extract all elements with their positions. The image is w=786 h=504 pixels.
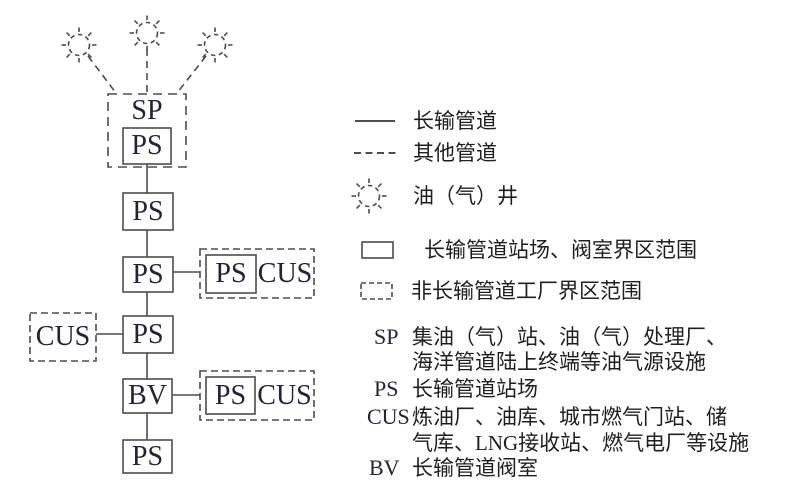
oil-gas-well-icon bbox=[60, 26, 98, 64]
ps-label: PS bbox=[214, 379, 247, 411]
ps-label: PS bbox=[131, 440, 164, 472]
abbr-cus-definition-line1: 炼油厂、油库、城市燃气门站、储 bbox=[412, 405, 727, 429]
abbr-sp-definition-line2: 海洋管道陆上终端等油气源设施 bbox=[412, 350, 706, 374]
abbr-ps: PS bbox=[374, 376, 399, 401]
abbr-cus-definition-line2: 气库、LNG接收站、燃气电厂等设施 bbox=[412, 431, 750, 455]
legend-solid-rect bbox=[361, 241, 394, 259]
abbr-ps-definition: 长输管道站场 bbox=[412, 377, 538, 401]
ps-station-box bbox=[122, 439, 173, 474]
abbr-sp: SP bbox=[374, 324, 399, 349]
oil-gas-well-icon bbox=[196, 26, 234, 64]
cus-boundary-box bbox=[199, 248, 315, 299]
legend-label-oil-gas-well: 油（气）井 bbox=[413, 184, 518, 208]
abbr-bv: BV bbox=[369, 455, 400, 480]
ps-label: PS bbox=[132, 195, 164, 227]
ps-station-box bbox=[122, 315, 174, 354]
ps-label: PS bbox=[132, 258, 164, 290]
cus-label: CUS bbox=[257, 379, 312, 411]
abbr-cus: CUS bbox=[367, 404, 410, 429]
well-connector-line bbox=[87, 55, 117, 94]
legend-label-trunk-pipeline: 长输管道 bbox=[413, 109, 497, 133]
ps-station-box bbox=[205, 254, 257, 294]
ps-station-box bbox=[122, 192, 174, 231]
cus-boundary-box bbox=[29, 312, 97, 362]
ps-label: PS bbox=[132, 318, 164, 350]
ps-station-box bbox=[205, 376, 256, 415]
cus-label: CUS bbox=[35, 321, 91, 352]
sp-boundary-box bbox=[107, 93, 187, 168]
bv-label: BV bbox=[128, 380, 167, 411]
ps-label: PS bbox=[215, 258, 247, 289]
legend-label-plant-boundary: 非长输管道工厂界区范围 bbox=[411, 279, 642, 303]
ps-label: PS bbox=[131, 130, 163, 161]
well-connector-line bbox=[176, 55, 207, 94]
legend-label-station-boundary: 长输管道站场、阀室界区范围 bbox=[424, 238, 697, 262]
legend-well-icon bbox=[350, 177, 388, 215]
abbr-sp-definition-line1: 集油（气）站、油（气）处理厂、 bbox=[412, 325, 727, 349]
bv-valve-box bbox=[122, 378, 173, 414]
cus-label: CUS bbox=[257, 257, 313, 289]
ps-station-box bbox=[122, 256, 174, 293]
cus-boundary-box bbox=[199, 370, 315, 421]
ps-station-box bbox=[122, 127, 172, 165]
legend-dashed-rect bbox=[360, 282, 393, 300]
sp-label: SP bbox=[131, 95, 163, 126]
abbr-bv-definition: 长输管道阀室 bbox=[412, 456, 538, 480]
oil-gas-well-icon bbox=[128, 14, 166, 52]
legend-label-other-pipeline: 其他管道 bbox=[413, 141, 497, 165]
